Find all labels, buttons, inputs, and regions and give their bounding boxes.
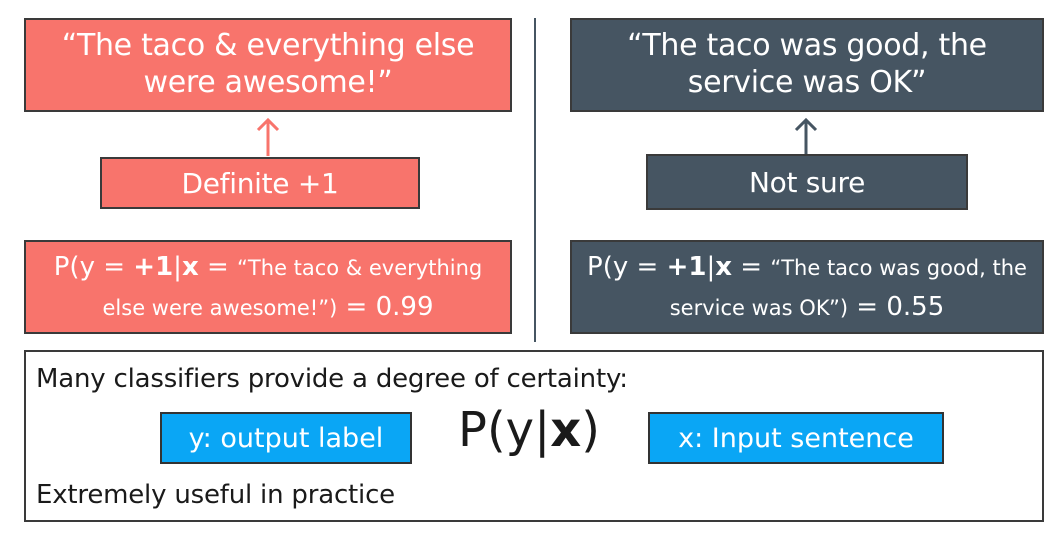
summary-text: Many classifiers provide a degree of cer…	[36, 364, 628, 394]
formula-x: x	[550, 402, 582, 458]
right-label-text: Not sure	[748, 165, 865, 199]
prob-x: x	[181, 251, 199, 282]
prob-value-label: +1	[133, 251, 174, 282]
right-arrow-up-icon	[794, 117, 818, 156]
y-output-label-tag: y: output label	[160, 412, 412, 464]
left-quote-box: “The taco & everything else were awesome…	[24, 18, 512, 112]
practice-text: Extremely useful in practice	[36, 480, 395, 510]
left-label-text: Definite +1	[181, 166, 339, 200]
right-probability-box: P(y = +1|x = “The taco was good, the ser…	[570, 240, 1044, 334]
prob-eq: =	[732, 251, 771, 282]
formula-prefix: P(y|	[458, 402, 551, 458]
formula: P(y|x)	[458, 402, 600, 458]
x-input-sentence-tag: x: Input sentence	[648, 412, 944, 464]
right-probability-text: P(y = +1|x = “The taco was good, the ser…	[577, 247, 1037, 328]
left-probability-text: P(y = +1|x = “The taco & everything else…	[43, 247, 493, 328]
left-quote-text: “The taco & everything else were awesome…	[61, 28, 475, 100]
prob-prefix: P(y =	[53, 251, 134, 282]
prob-result: = 0.99	[337, 292, 434, 322]
prob-eq: =	[198, 251, 238, 282]
left-label-box: Definite +1	[100, 157, 420, 209]
left-arrow-up-icon	[256, 117, 280, 156]
right-quote-box: “The taco was good, the service was OK”	[570, 18, 1044, 112]
column-divider	[534, 18, 536, 342]
prob-value-label: +1	[666, 251, 707, 282]
right-quote-text: “The taco was good, the service was OK”	[627, 28, 987, 100]
prob-prefix: P(y =	[587, 251, 667, 282]
formula-suffix: )	[581, 402, 600, 458]
summary-panel: Many classifiers provide a degree of cer…	[24, 350, 1044, 522]
prob-sentence: “The taco was good, the service was OK”)	[669, 255, 1027, 320]
prob-x: x	[715, 251, 732, 282]
prob-bar: |	[706, 251, 716, 282]
right-label-box: Not sure	[646, 154, 968, 210]
left-probability-box: P(y = +1|x = “The taco & everything else…	[24, 240, 512, 334]
prob-result: = 0.55	[848, 292, 945, 322]
prob-bar: |	[173, 251, 182, 282]
prob-sentence: “The taco & everything else were awesome…	[102, 255, 483, 320]
